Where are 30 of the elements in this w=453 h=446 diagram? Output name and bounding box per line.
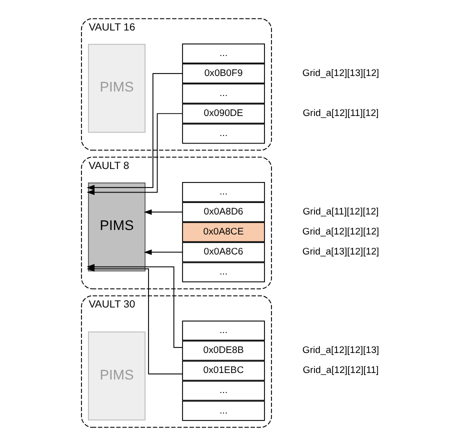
node-box: ... <box>182 262 264 282</box>
node-box: 0x0A8CE <box>182 222 264 242</box>
node-box: 0x090DE <box>182 104 264 124</box>
node-label: Grid_a[12][12][12] <box>302 226 379 238</box>
node-box: 0x0B0F9 <box>182 64 264 84</box>
node-box: 0x0A8D6 <box>182 202 264 222</box>
node-box: ... <box>182 43 264 64</box>
arrow <box>143 209 182 215</box>
node-box: PIMS <box>88 332 146 420</box>
node-box: PIMS <box>88 182 146 272</box>
node-label: Grid_a[12][11][12] <box>302 108 378 120</box>
node-box: PIMS <box>88 44 146 133</box>
arrow <box>86 113 182 196</box>
node-box: ... <box>182 182 264 202</box>
arrow <box>143 249 182 255</box>
node-box: ... <box>182 84 264 104</box>
node-label: Grid_a[13][12][12] <box>302 246 379 258</box>
node-label: Grid_a[11][12][12] <box>302 206 378 218</box>
node-box: ... <box>182 320 264 341</box>
node-box: ... <box>182 124 264 144</box>
node-label: Grid_a[12][12][11] <box>302 365 378 376</box>
arrow <box>86 266 182 374</box>
node-label: Grid_a[12][12][13] <box>302 345 379 356</box>
node-box: 0x0DE8B <box>182 340 264 361</box>
node-box: ... <box>182 380 264 401</box>
node-box: 0x0A8C6 <box>182 242 264 262</box>
arrow <box>86 73 182 190</box>
node-box: 0x01EBC <box>182 360 264 381</box>
node-box: ... <box>182 400 264 421</box>
node-label: Grid_a[12][13][12] <box>302 68 379 79</box>
